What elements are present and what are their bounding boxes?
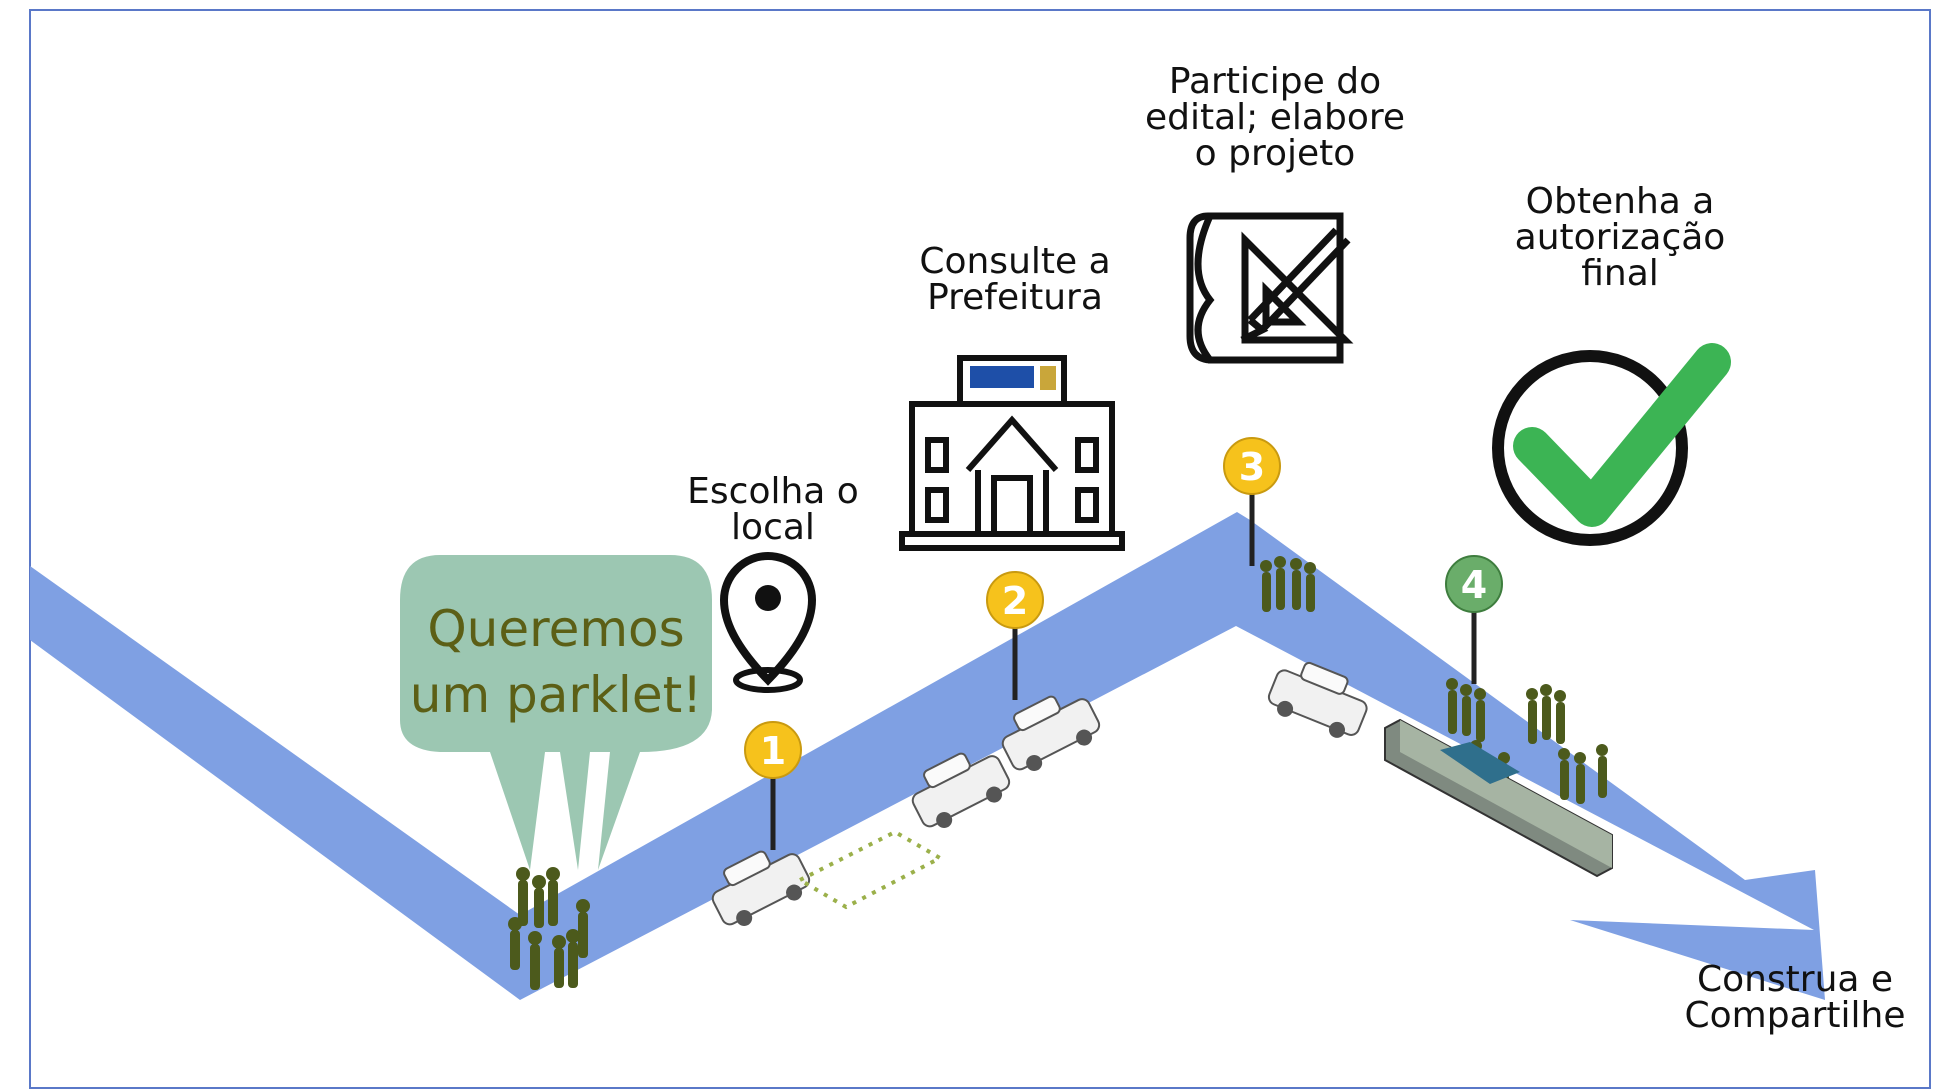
step-1-label: Escolha o local xyxy=(658,474,888,546)
final-step-label: Construa e Compartilhe xyxy=(1660,962,1930,1034)
step-1-label-line-2: local xyxy=(731,507,815,548)
people-group-start xyxy=(508,867,590,990)
step-2-label-line-2: Prefeitura xyxy=(927,277,1103,318)
car-1 xyxy=(711,850,811,926)
step-2-label-line-1: Consulte a xyxy=(919,241,1111,282)
final-step-line-1: Construa e xyxy=(1696,959,1894,1000)
empty-parking-space xyxy=(795,829,945,910)
journey-path xyxy=(30,512,1825,1000)
step-pin-4: 4 xyxy=(1445,555,1503,684)
step-3-label: Participe do edital; elabore o projeto xyxy=(1120,64,1430,172)
final-step-line-2: Compartilhe xyxy=(1684,995,1906,1036)
step-1-label-line-1: Escolha o xyxy=(687,471,859,512)
step-2-label: Consulte a Prefeitura xyxy=(890,244,1140,316)
step-4-label: Obtenha a autorização final xyxy=(1470,184,1770,292)
step-number-2: 2 xyxy=(1002,579,1028,623)
location-pin-icon xyxy=(719,552,817,693)
blueprint-pencil-icon xyxy=(1186,212,1354,364)
step-pin-2: 2 xyxy=(986,571,1044,700)
car-3 xyxy=(1001,695,1101,771)
city-hall-icon xyxy=(899,355,1125,551)
car-4 xyxy=(1267,661,1368,738)
checkmark-icon xyxy=(1492,343,1731,546)
step-number-4: 4 xyxy=(1461,563,1487,607)
speech-bubble-text: Queremos um parklet! xyxy=(400,596,712,728)
diagram-frame xyxy=(29,9,1931,1089)
people-group-step3 xyxy=(1260,556,1316,612)
step-3-label-line-3: o projeto xyxy=(1194,133,1356,174)
step-3-label-line-2: edital; elabore xyxy=(1145,97,1405,138)
speech-bubble xyxy=(400,555,712,870)
speech-bubble-line-2: um parklet! xyxy=(409,666,703,724)
speech-bubble-line-1: Queremos xyxy=(427,600,685,658)
step-number-3: 3 xyxy=(1239,445,1265,489)
step-4-label-line-2: autorização xyxy=(1514,217,1726,258)
step-number-1: 1 xyxy=(760,729,786,773)
parklet-structure xyxy=(1384,718,1613,878)
step-4-label-line-3: final xyxy=(1581,253,1659,294)
car-2 xyxy=(911,752,1011,828)
step-pin-1: 1 xyxy=(744,721,802,850)
step-3-label-line-1: Participe do xyxy=(1168,61,1382,102)
step-4-label-line-1: Obtenha a xyxy=(1525,181,1715,222)
step-pin-3: 3 xyxy=(1223,437,1281,566)
